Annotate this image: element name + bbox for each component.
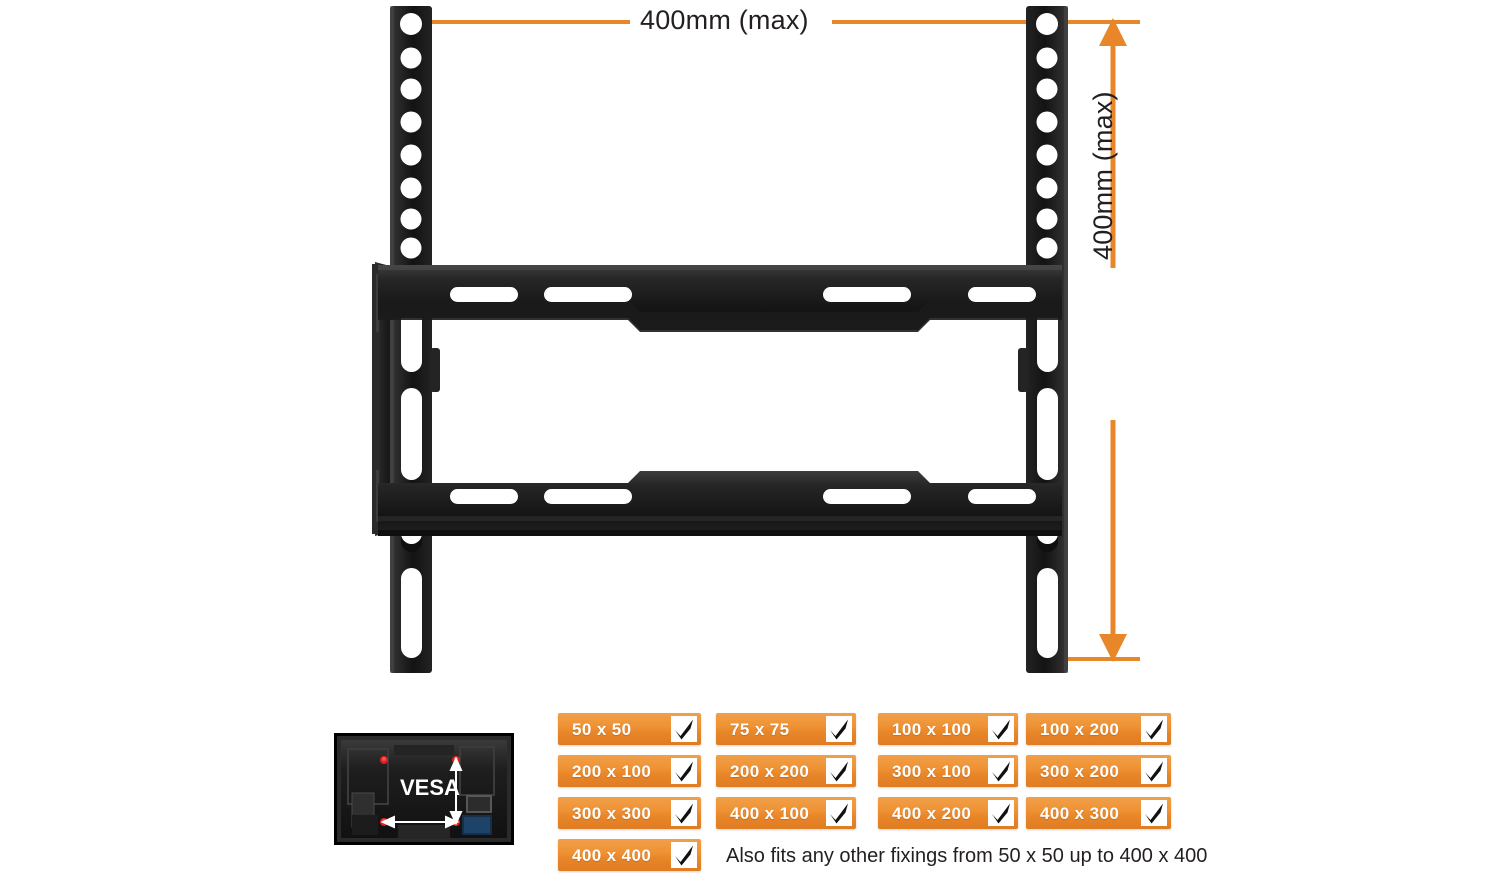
vesa-badge-label: 50 x 50 (572, 719, 632, 739)
vesa-badge: 300 x 300 (558, 797, 701, 829)
rail-side-tabs (430, 348, 1028, 392)
checkmark-icon (1141, 758, 1167, 784)
bottom-horizontal-crossbar (378, 471, 1062, 536)
checkmark-icon (671, 842, 697, 868)
checkmark-icon (826, 716, 852, 742)
tv-mount-bracket-illustration (372, 6, 1140, 673)
checkmark-icon (671, 716, 697, 742)
vesa-badge: 300 x 100 (878, 755, 1018, 787)
right-vertical-rail (1026, 6, 1068, 673)
checkmark-icon (988, 716, 1014, 742)
vesa-badge-label: 400 x 400 (572, 845, 652, 865)
checkmark-icon (671, 800, 697, 826)
vesa-badge: 100 x 200 (1026, 713, 1171, 745)
vesa-badge: 50 x 50 (558, 713, 701, 745)
checkmark-icon (988, 800, 1014, 826)
vesa-badge: 400 x 100 (716, 797, 856, 829)
vesa-badge: 400 x 200 (878, 797, 1018, 829)
vesa-badge: 200 x 200 (716, 755, 856, 787)
vesa-badge-label: 100 x 100 (892, 719, 972, 739)
checkmark-icon (1141, 716, 1167, 742)
top-horizontal-crossbar (378, 265, 1062, 332)
vesa-wordmark: VESA (400, 775, 460, 800)
checkmark-icon (826, 758, 852, 784)
vesa-badge-label: 400 x 200 (892, 803, 972, 823)
height-dimension-label: 400mm (max) (1088, 91, 1118, 260)
checkmark-icon (671, 758, 697, 784)
checkmark-icon (988, 758, 1014, 784)
vesa-badge-label: 300 x 200 (1040, 761, 1120, 781)
vesa-badge-label: 300 x 300 (572, 803, 652, 823)
vesa-badge: 300 x 200 (1026, 755, 1171, 787)
left-vertical-rail (372, 6, 432, 673)
vesa-badge: 400 x 300 (1026, 797, 1171, 829)
vesa-badge-label: 100 x 200 (1040, 719, 1120, 739)
vesa-badge: 200 x 100 (558, 755, 701, 787)
checkmark-icon (826, 800, 852, 826)
vesa-size-badge-grid: 50 x 50 75 x 75 100 x 100 100 x 200 200 x 10… (558, 713, 1178, 875)
width-dimension-label: 400mm (max) (640, 5, 809, 35)
vesa-badge-label: 400 x 100 (730, 803, 810, 823)
vesa-badge: 75 x 75 (716, 713, 856, 745)
vesa-tv-illustration: VESA (334, 733, 514, 845)
checkmark-icon (1141, 800, 1167, 826)
vesa-badge-label: 200 x 200 (730, 761, 810, 781)
vesa-badge-label: 200 x 100 (572, 761, 652, 781)
vesa-badge-label: 75 x 75 (730, 719, 790, 739)
vesa-badge: 400 x 400 (558, 839, 701, 871)
vesa-badge-label: 400 x 300 (1040, 803, 1120, 823)
also-fits-note: Also fits any other fixings from 50 x 50… (726, 845, 1208, 867)
vesa-badge-label: 300 x 100 (892, 761, 972, 781)
vesa-badge: 100 x 100 (878, 713, 1018, 745)
